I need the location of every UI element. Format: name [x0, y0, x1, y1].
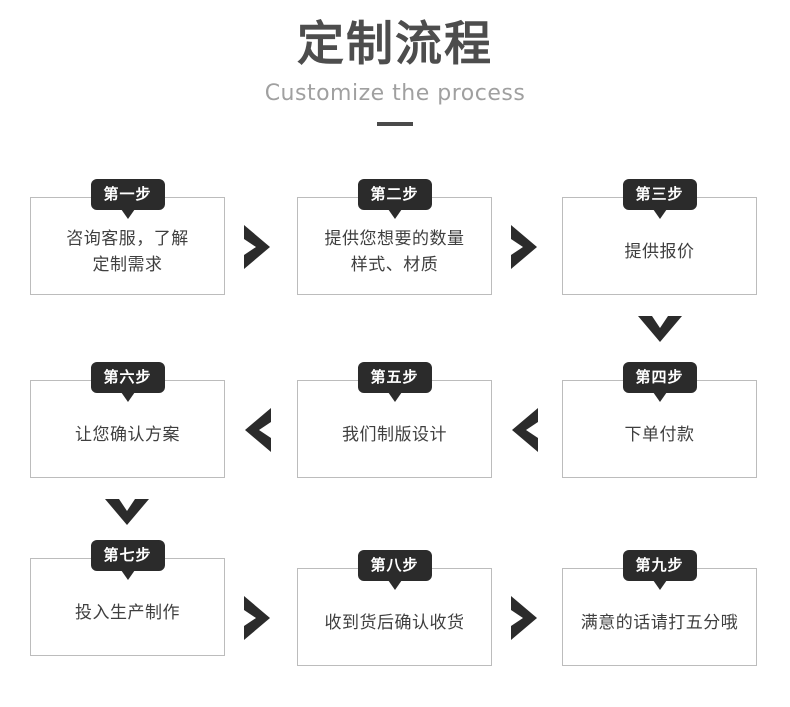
- step-text-line: 让您确认方案: [75, 424, 180, 445]
- step-badge-9: 第九步: [622, 550, 697, 581]
- step-text-line: 投入生产制作: [75, 602, 180, 623]
- step-badge-7: 第七步: [90, 540, 165, 571]
- step-text-line: 定制需求: [92, 255, 163, 275]
- step-card-2[interactable]: 第二步 提供您想要的数量 样式、材质: [297, 179, 492, 295]
- step-text-4: 下单付款: [563, 381, 756, 477]
- arrow-step2-to-step3: [507, 225, 541, 269]
- step-card-1[interactable]: 第一步 咨询客服，了解 定制需求: [30, 179, 225, 295]
- step-text-line: 样式、材质: [350, 255, 439, 275]
- step-badge-3: 第三步: [622, 179, 697, 210]
- step-card-5[interactable]: 第五步 我们制版设计: [297, 362, 492, 478]
- step-text-8: 收到货后确认收货: [298, 569, 491, 665]
- step-text-line: 提供报价: [624, 241, 695, 262]
- step-text-6: 让您确认方案: [31, 381, 224, 477]
- step-badge-5: 第五步: [357, 362, 432, 393]
- arrow-step1-to-step2: [240, 225, 274, 269]
- page-subtitle: Customize the process: [264, 81, 526, 107]
- arrow-step7-to-step8: [240, 596, 274, 640]
- arrow-step8-to-step9: [507, 596, 541, 640]
- arrow-step5-to-step6: [241, 408, 275, 452]
- arrow-step4-to-step5: [508, 408, 542, 452]
- arrow-step6-to-step7: [105, 495, 149, 529]
- page-header: 定制流程 Customize the process: [0, 0, 790, 127]
- step-text-3: 提供报价: [563, 198, 756, 294]
- step-text-7: 投入生产制作: [31, 559, 224, 655]
- step-card-6[interactable]: 第六步 让您确认方案: [30, 362, 225, 478]
- step-text-line: 下单付款: [624, 424, 695, 445]
- step-badge-8: 第八步: [357, 550, 432, 581]
- step-badge-1: 第一步: [90, 179, 165, 210]
- step-text-1: 咨询客服，了解 定制需求: [31, 198, 224, 294]
- step-card-4[interactable]: 第四步 下单付款: [562, 362, 757, 478]
- step-text-line: 收到货后确认收货: [324, 612, 465, 633]
- step-text-9: 满意的话请打五分哦: [563, 569, 756, 665]
- step-text-line: 我们制版设计: [342, 424, 447, 445]
- step-text-line: 满意的话请打五分哦: [580, 612, 739, 633]
- step-badge-6: 第六步: [90, 362, 165, 393]
- step-card-7[interactable]: 第七步 投入生产制作: [30, 540, 225, 656]
- step-text-5: 我们制版设计: [298, 381, 491, 477]
- step-card-3[interactable]: 第三步 提供报价: [562, 179, 757, 295]
- title-divider: [377, 122, 413, 127]
- step-badge-2: 第二步: [357, 179, 432, 210]
- step-card-9[interactable]: 第九步 满意的话请打五分哦: [562, 550, 757, 666]
- step-text-line: 提供您想要的数量: [324, 228, 465, 249]
- arrow-step3-to-step4: [638, 312, 682, 346]
- page-title: 定制流程: [297, 17, 493, 72]
- step-badge-4: 第四步: [622, 362, 697, 393]
- step-card-8[interactable]: 第八步 收到货后确认收货: [297, 550, 492, 666]
- step-text-2: 提供您想要的数量 样式、材质: [298, 198, 491, 294]
- step-text-line: 咨询客服，了解: [66, 228, 189, 249]
